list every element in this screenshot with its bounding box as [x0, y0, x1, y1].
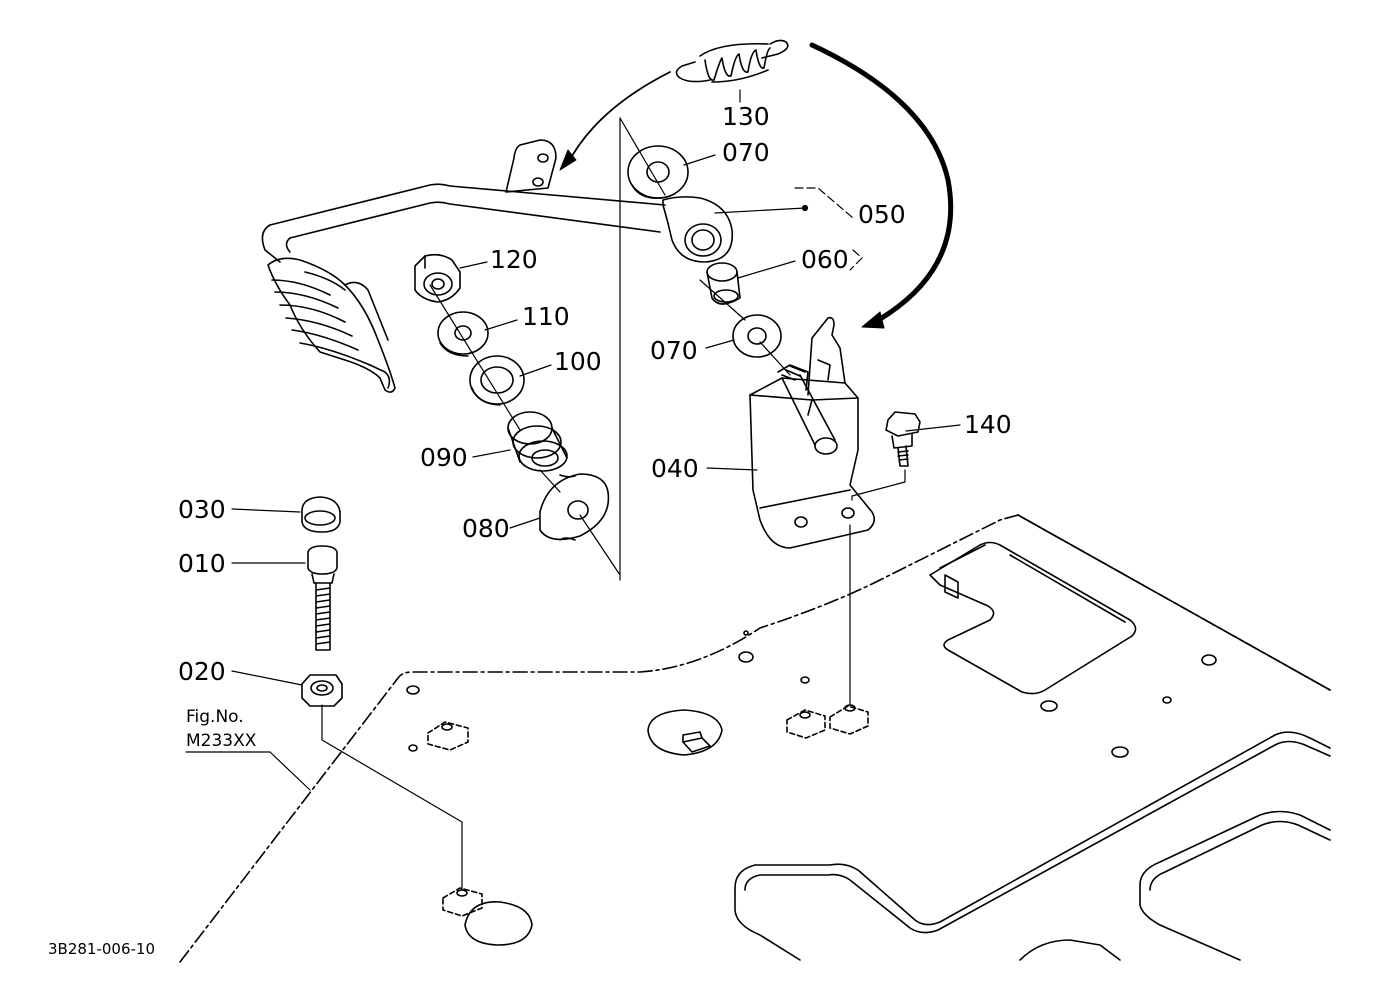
nut-020 [301, 674, 343, 707]
part-label-120: 120 [490, 245, 538, 274]
washer-070-top [627, 145, 689, 200]
washer-070-lower [732, 314, 782, 358]
part-label-040: 040 [651, 454, 699, 483]
part-label-130: 130 [722, 102, 770, 131]
pedal-pad [267, 257, 396, 393]
figure-reference: Fig.No. M233XX [186, 707, 257, 751]
return-spring [675, 39, 789, 83]
bolt-010 [307, 545, 338, 651]
part-label-090: 090 [420, 443, 468, 472]
leader-lines [185, 89, 961, 891]
nut-120 [414, 253, 461, 303]
part-label-060: 060 [801, 245, 849, 274]
part-label-110: 110 [522, 302, 570, 331]
part-label-030: 030 [178, 495, 226, 524]
bolt-140 [885, 411, 921, 467]
washer-110 [437, 311, 489, 357]
part-label-080: 080 [462, 514, 510, 543]
pedal-arm [261, 139, 734, 263]
part-label-010: 010 [178, 549, 226, 578]
plate-080 [539, 473, 610, 541]
part-label-020: 020 [178, 657, 226, 686]
fig-ref-line2: M233XX [186, 731, 257, 751]
drawing-code: 3B281-006-10 [48, 940, 155, 958]
floor-plate [179, 514, 1331, 963]
part-label-070-top: 070 [722, 138, 770, 167]
part-label-140: 140 [964, 410, 1012, 439]
cap-030 [301, 496, 341, 533]
spring-090 [507, 411, 568, 472]
ring-100 [469, 355, 525, 406]
part-label-070-lower: 070 [650, 336, 698, 365]
part-label-100: 100 [554, 347, 602, 376]
bracket-040 [749, 316, 876, 549]
fig-ref-line1: Fig.No. [186, 707, 244, 727]
part-labels: 130 070 050 060 120 110 100 070 090 040 … [178, 102, 1012, 686]
part-label-050: 050 [858, 200, 906, 229]
assembly-arrows [559, 42, 954, 329]
bushing-060 [706, 262, 741, 305]
